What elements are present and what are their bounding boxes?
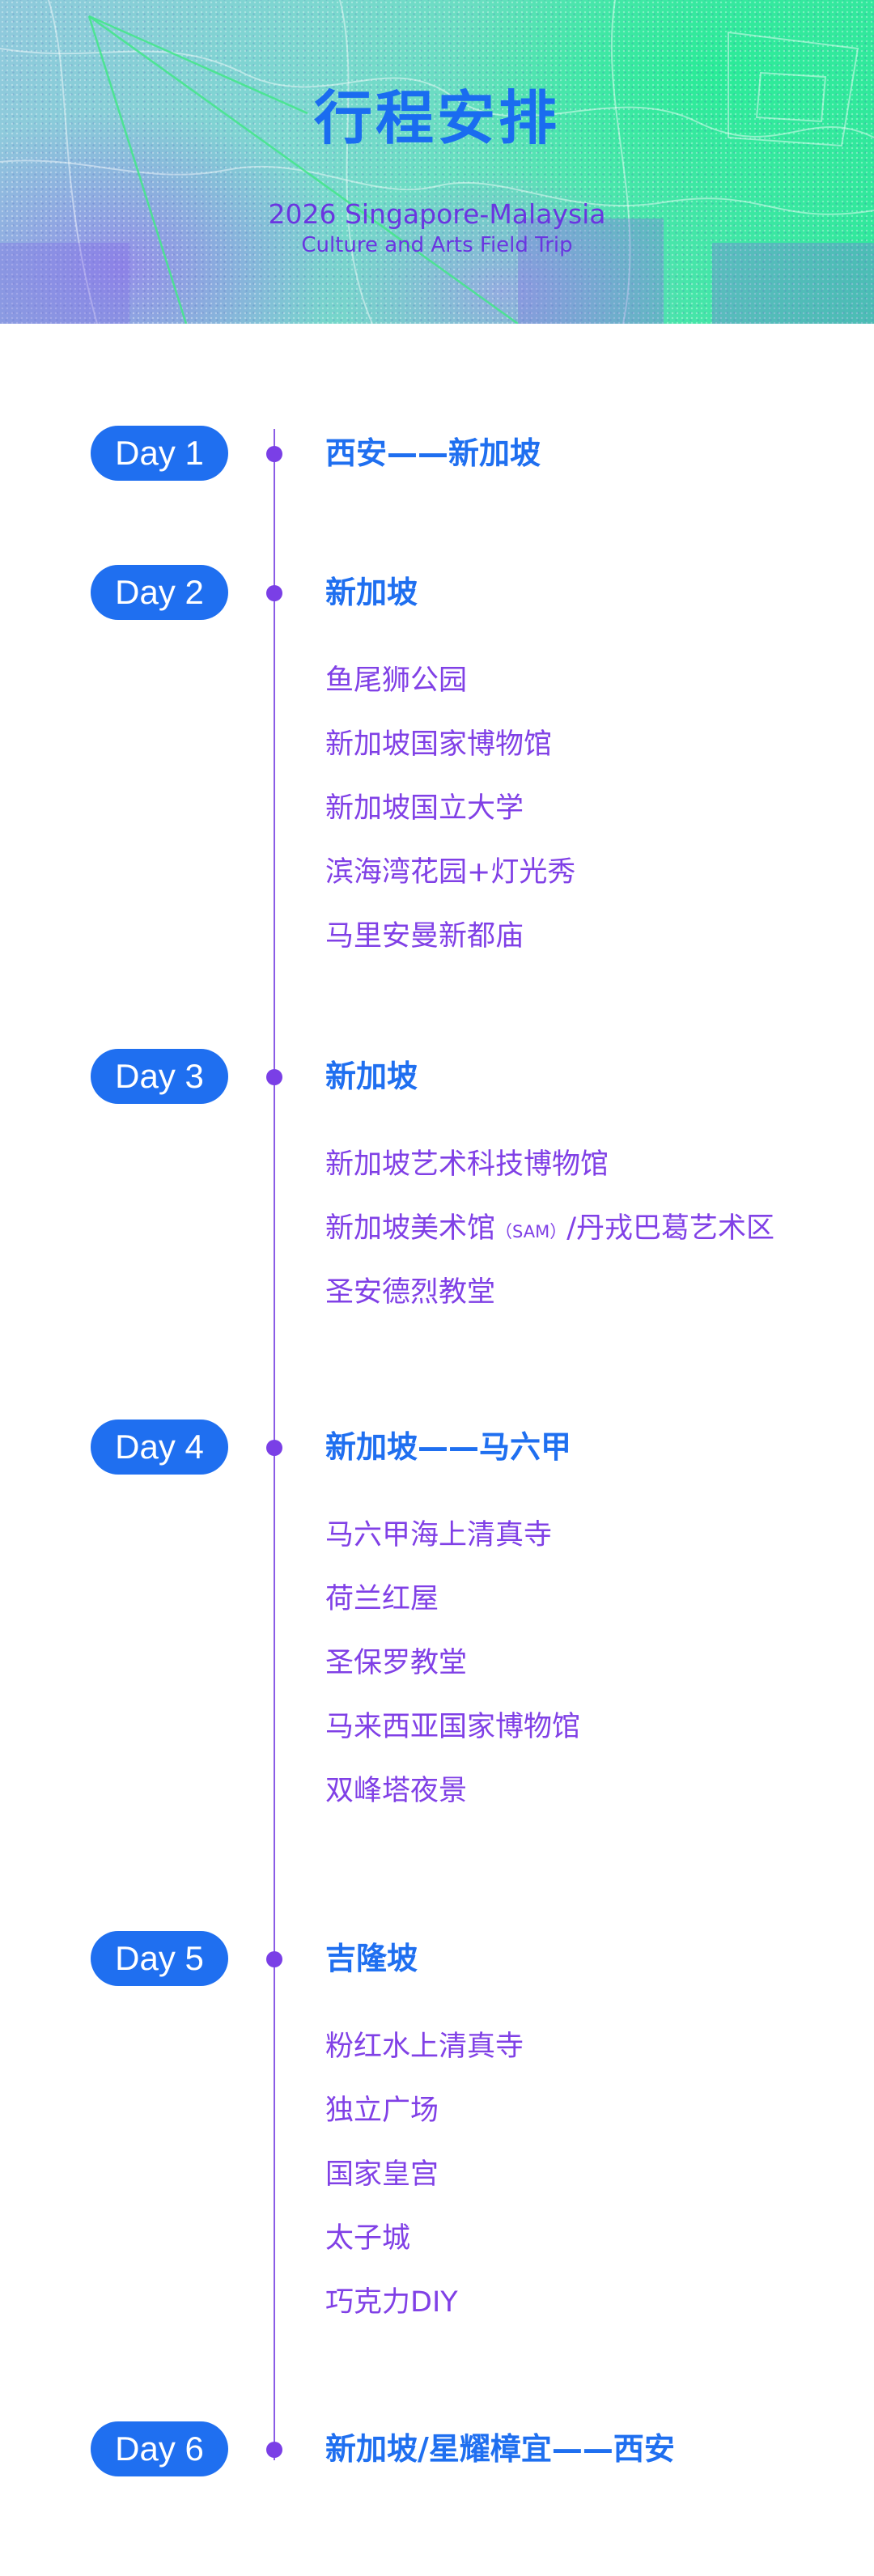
day-badge: Day 5	[91, 1931, 228, 1986]
day-badge: Day 1	[91, 426, 228, 481]
list-item-suffix: /丹戎巴葛艺术区	[566, 1212, 775, 1245]
list-item: 马六甲海上清真寺	[325, 1519, 553, 1551]
list-item: 独立广场	[325, 2094, 439, 2127]
list-item: 巧克力DIY	[325, 2286, 458, 2319]
list-item: 粉红水上清真寺	[325, 2031, 524, 2063]
timeline-dot	[266, 1951, 282, 1967]
timeline-dot	[266, 446, 282, 462]
list-item-note: （SAM）	[495, 1222, 567, 1241]
list-item-main: 新加坡美术馆	[325, 1212, 496, 1245]
day-badge: Day 4	[91, 1420, 228, 1475]
timeline-dot	[266, 1440, 282, 1456]
timeline-dot	[266, 585, 282, 601]
list-item: 马里安曼新都庙	[325, 920, 524, 953]
day-title: 新加坡——马六甲	[325, 1429, 572, 1465]
list-item: 圣保罗教堂	[325, 1647, 468, 1679]
day-badge: Day 2	[91, 565, 228, 620]
page-title: 行程安排	[313, 84, 560, 152]
list-item: 新加坡国家博物馆	[325, 728, 553, 761]
list-item: 马来西亚国家博物馆	[325, 1711, 581, 1743]
list-item: 国家皇宫	[325, 2158, 439, 2191]
list-item: 太子城	[325, 2222, 411, 2255]
banner-texture	[0, 0, 874, 324]
list-item: 新加坡艺术科技博物馆	[325, 1148, 609, 1181]
list-item: 新加坡美术馆（SAM）/丹戎巴葛艺术区	[325, 1197, 774, 1261]
subtitle-line-1: 2026 Singapore-Malaysia	[268, 198, 606, 230]
list-item: 圣安德烈教堂	[325, 1276, 496, 1309]
day-title: 新加坡	[325, 1059, 418, 1094]
day-badge: Day 6	[91, 2421, 228, 2476]
day-title: 新加坡/星耀樟宜——西安	[325, 2431, 675, 2467]
timeline-dot	[266, 2442, 282, 2458]
list-item: 鱼尾狮公园	[325, 664, 468, 697]
banner-map-graphic	[0, 0, 874, 324]
header-banner: 行程安排 2026 Singapore-Malaysia Culture and…	[0, 0, 874, 324]
list-item: 双峰塔夜景	[325, 1775, 468, 1807]
list-item: 荷兰红屋	[325, 1583, 439, 1615]
day-title: 西安——新加坡	[325, 435, 541, 471]
day-title: 新加坡	[325, 575, 418, 610]
day-item-list: 新加坡艺术科技博物馆 新加坡美术馆（SAM）/丹戎巴葛艺术区 圣安德烈教堂	[325, 1133, 774, 1325]
timeline-dot	[266, 1069, 282, 1085]
day-title: 吉隆坡	[325, 1941, 418, 1976]
list-item: 滨海湾花园+灯光秀	[325, 856, 576, 889]
subtitle-line-2: Culture and Arts Field Trip	[301, 233, 573, 257]
day-item-list: 马六甲海上清真寺 荷兰红屋 圣保罗教堂 马来西亚国家博物馆 双峰塔夜景	[325, 1504, 580, 1823]
day-badge: Day 3	[91, 1049, 228, 1104]
day-item-list: 鱼尾狮公园 新加坡国家博物馆 新加坡国立大学 滨海湾花园+灯光秀 马里安曼新都庙	[325, 649, 575, 969]
day-item-list: 粉红水上清真寺 独立广场 国家皇宫 太子城 巧克力DIY	[325, 2015, 524, 2335]
list-item: 新加坡国立大学	[325, 792, 524, 825]
